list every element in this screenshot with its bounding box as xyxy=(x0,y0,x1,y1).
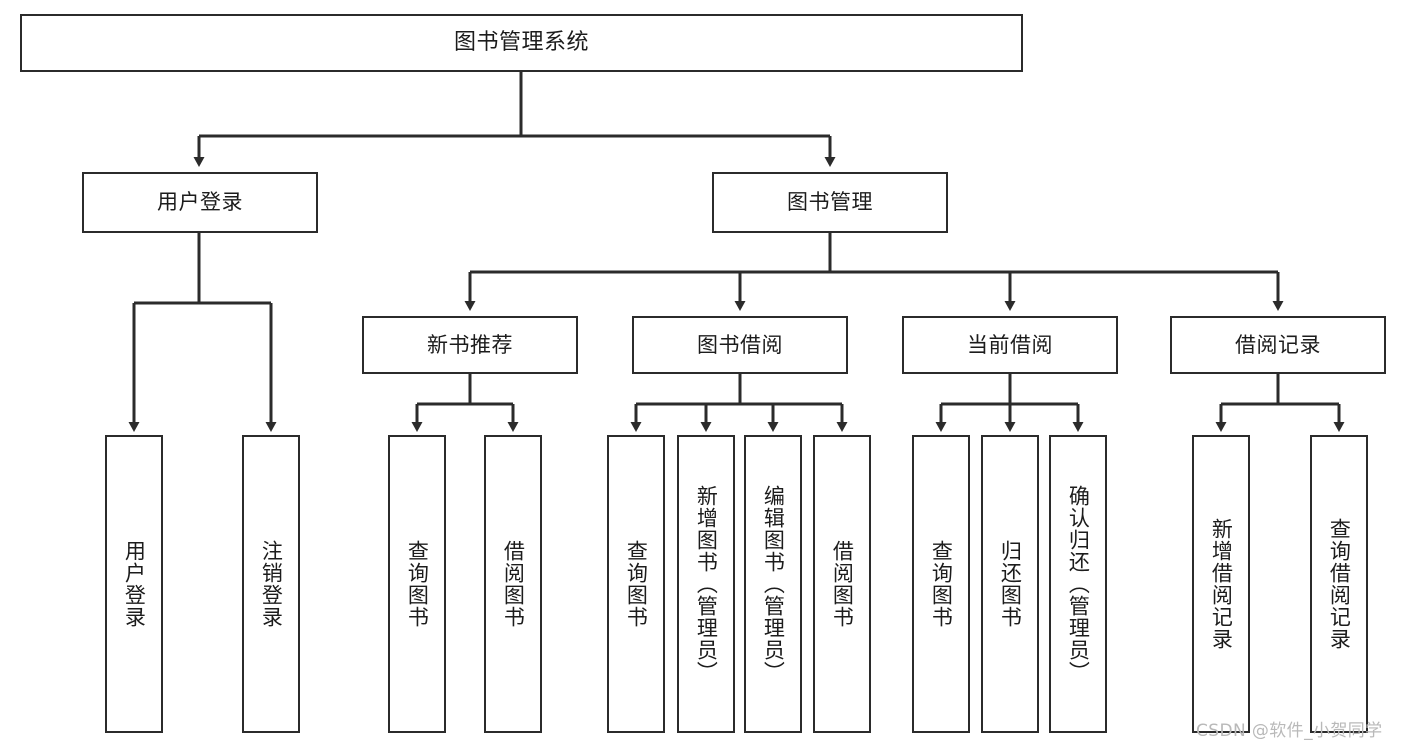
leaf-query-book-3[interactable]: 查询图书 xyxy=(912,435,970,733)
leaf-logout-login[interactable]: 注销登录 xyxy=(242,435,300,733)
leaf-confirm-return[interactable]: 确认归还（管理员） xyxy=(1049,435,1107,733)
leaf-label: 编辑图书（管理员） xyxy=(761,485,786,683)
node-new-book-recommend[interactable]: 新书推荐 xyxy=(362,316,578,374)
leaf-return-book[interactable]: 归还图书 xyxy=(981,435,1039,733)
leaf-label: 查询借阅记录 xyxy=(1327,518,1352,650)
node-book-borrow[interactable]: 图书借阅 xyxy=(632,316,848,374)
leaf-label: 确认归还（管理员） xyxy=(1066,485,1091,683)
leaf-label: 归还图书 xyxy=(998,540,1023,628)
node-current-borrow[interactable]: 当前借阅 xyxy=(902,316,1118,374)
leaf-user-login[interactable]: 用户登录 xyxy=(105,435,163,733)
csdn-watermark: CSDN @软件_小贺同学 xyxy=(1196,721,1383,741)
leaf-edit-book[interactable]: 编辑图书（管理员） xyxy=(744,435,802,733)
node-user-login[interactable]: 用户登录 xyxy=(82,172,318,233)
leaf-label: 注销登录 xyxy=(259,540,284,628)
leaf-label: 用户登录 xyxy=(122,540,147,628)
leaf-query-record[interactable]: 查询借阅记录 xyxy=(1310,435,1368,733)
node-book-management[interactable]: 图书管理 xyxy=(712,172,948,233)
leaf-query-book-2[interactable]: 查询图书 xyxy=(607,435,665,733)
leaf-label: 查询图书 xyxy=(929,540,954,628)
leaf-label: 查询图书 xyxy=(624,540,649,628)
leaf-label: 借阅图书 xyxy=(501,540,526,628)
leaf-label: 新增借阅记录 xyxy=(1209,518,1234,650)
leaf-label: 新增图书（管理员） xyxy=(694,485,719,683)
leaf-query-book-1[interactable]: 查询图书 xyxy=(388,435,446,733)
node-borrow-record[interactable]: 借阅记录 xyxy=(1170,316,1386,374)
leaf-add-record[interactable]: 新增借阅记录 xyxy=(1192,435,1250,733)
node-root[interactable]: 图书管理系统 xyxy=(20,14,1023,72)
leaf-borrow-book-2[interactable]: 借阅图书 xyxy=(813,435,871,733)
leaf-borrow-book-1[interactable]: 借阅图书 xyxy=(484,435,542,733)
leaf-label: 查询图书 xyxy=(405,540,430,628)
leaf-label: 借阅图书 xyxy=(830,540,855,628)
leaf-add-book[interactable]: 新增图书（管理员） xyxy=(677,435,735,733)
